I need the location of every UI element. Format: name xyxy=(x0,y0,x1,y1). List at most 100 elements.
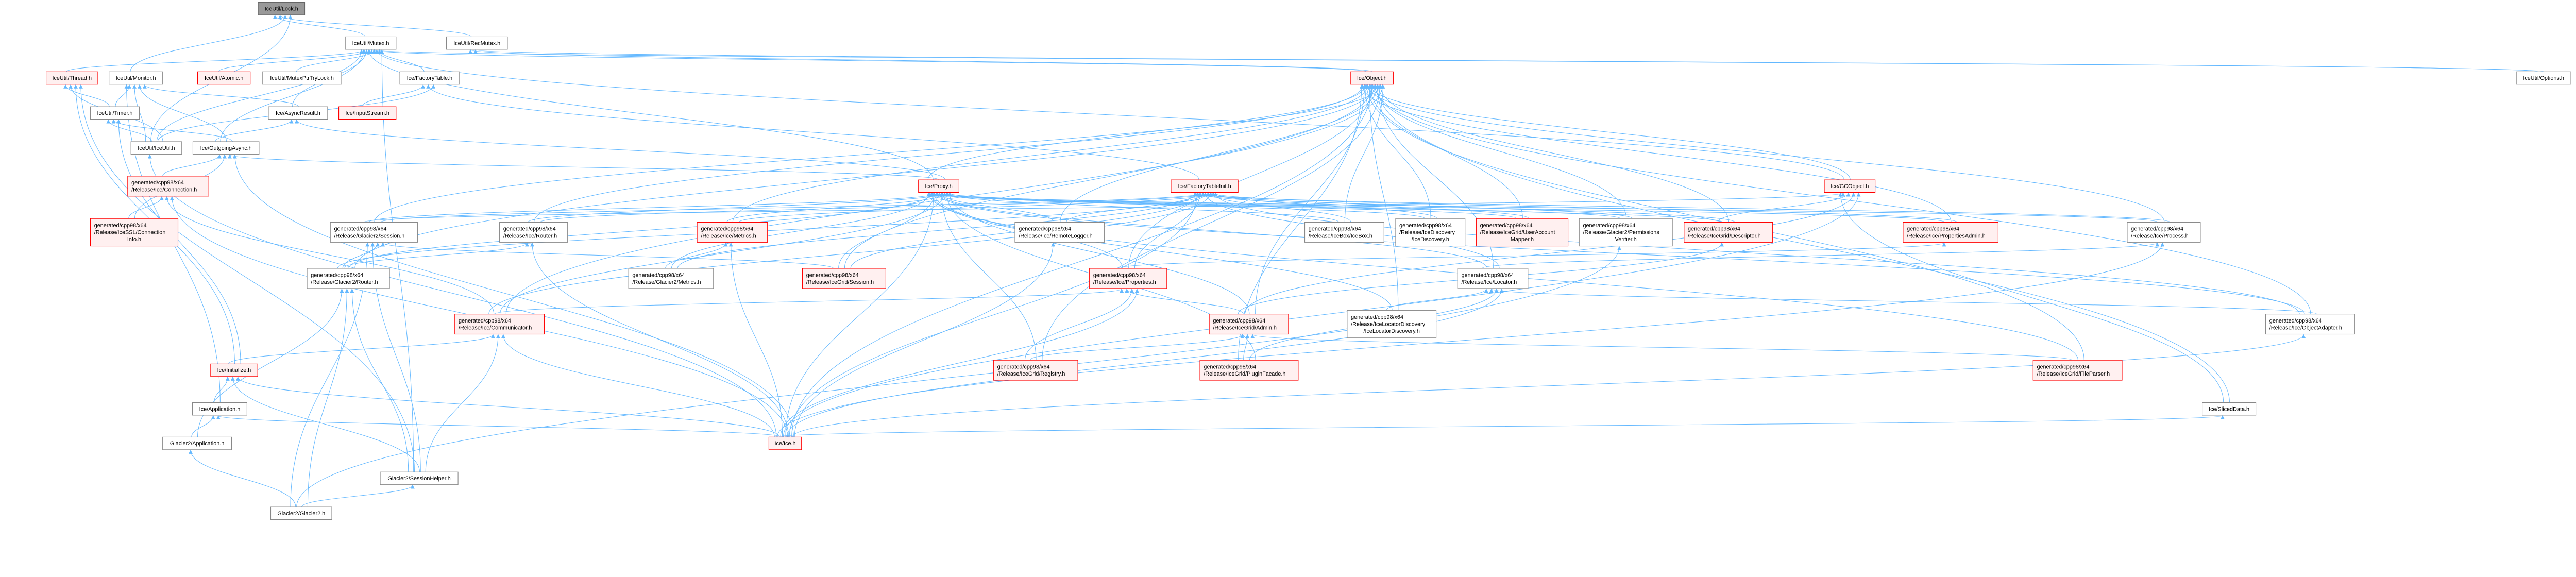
node-remotelogger[interactable]: generated/cpp98/x64/Release/Ice/RemoteLo… xyxy=(1014,222,1105,243)
node-thread[interactable]: IceUtil/Thread.h xyxy=(46,71,98,85)
node-icediscovery[interactable]: generated/cpp98/x64/Release/IceDiscovery… xyxy=(1395,218,1466,247)
node-label: /Release/IceGrid/Descriptor.h xyxy=(1688,233,1761,239)
node-descriptor[interactable]: generated/cpp98/x64/Release/IceGrid/Desc… xyxy=(1684,222,1773,243)
node-label: /Release/Ice/PropertiesAdmin.h xyxy=(1907,233,1986,239)
node-initialize[interactable]: Ice/Initialize.h xyxy=(210,363,258,377)
node-registry[interactable]: generated/cpp98/x64/Release/IceGrid/Regi… xyxy=(993,360,1078,381)
node-label: /Release/Ice/Communicator.h xyxy=(459,325,532,331)
node-factorytable[interactable]: Ice/FactoryTable.h xyxy=(399,71,460,85)
node-factorytableinit[interactable]: Ice/FactoryTableInit.h xyxy=(1171,179,1239,193)
node-label: generated/cpp98/x64 xyxy=(701,226,753,232)
node-label: generated/cpp98/x64 xyxy=(632,272,685,278)
node-slicedData[interactable]: Ice/SlicedData.h xyxy=(2202,402,2257,416)
node-propertiesadmin[interactable]: generated/cpp98/x64/Release/Ice/Properti… xyxy=(1903,222,1998,243)
node-permissionsverifier[interactable]: generated/cpp98/x64/Release/Glacier2/Per… xyxy=(1579,218,1673,247)
node-label: Glacier2/SessionHelper.h xyxy=(387,476,450,482)
node-mutex[interactable]: IceUtil/Mutex.h xyxy=(345,36,397,50)
node-timer[interactable]: IceUtil/Timer.h xyxy=(90,106,140,120)
include-edge-propertiesadmin-to-object xyxy=(1360,84,1952,223)
node-icehdr[interactable]: Ice/Ice.h xyxy=(768,436,802,450)
node-box xyxy=(697,222,768,243)
include-edge-g2application-to-application xyxy=(191,415,215,437)
node-label: /IceLocatorDiscovery.h xyxy=(1363,328,1420,334)
node-box xyxy=(454,314,545,335)
node-label: Ice/Object.h xyxy=(1357,75,1387,81)
node-iceutil[interactable]: IceUtil/IceUtil.h xyxy=(130,141,182,155)
node-icerouter[interactable]: generated/cpp98/x64/Release/Ice/Router.h xyxy=(499,222,568,243)
node-label: Ice/SlicedData.h xyxy=(2209,406,2249,412)
node-label: /Release/Ice/Locator.h xyxy=(1461,279,1517,285)
node-box xyxy=(1350,71,1394,85)
node-object[interactable]: Ice/Object.h xyxy=(1350,71,1394,85)
node-glacier2[interactable]: Glacier2/Glacier2.h xyxy=(270,506,332,520)
include-edge-icehdr-to-objectadapter xyxy=(792,334,2306,437)
include-edge-proxy-to-outgoingasync xyxy=(228,154,940,180)
node-admin[interactable]: generated/cpp98/x64/Release/IceGrid/Admi… xyxy=(1209,314,1289,335)
node-box xyxy=(192,141,260,155)
node-box xyxy=(2265,314,2355,335)
node-monitor[interactable]: IceUtil/Monitor.h xyxy=(109,71,163,85)
node-pluginfacade[interactable]: generated/cpp98/x64/Release/IceGrid/Plug… xyxy=(1199,360,1299,381)
node-label: /Release/IceBox/IceBox.h xyxy=(1309,233,1372,239)
node-process[interactable]: generated/cpp98/x64/Release/Ice/Process.… xyxy=(2127,222,2201,243)
node-mutexptr[interactable]: IceUtil/MutexPtrTryLock.h xyxy=(262,71,342,85)
node-connectioninfo[interactable]: generated/cpp98/x64/Release/IceSSL/Conne… xyxy=(90,218,179,247)
include-edge-g2session-to-factorytableinit xyxy=(380,192,1205,223)
node-gcobject[interactable]: Ice/GCObject.h xyxy=(1824,179,1876,193)
node-application[interactable]: Ice/Application.h xyxy=(192,402,247,416)
node-g2router[interactable]: generated/cpp98/x64/Release/Glacier2/Rou… xyxy=(307,268,390,289)
node-g2session[interactable]: generated/cpp98/x64/Release/Glacier2/Ses… xyxy=(330,222,418,243)
node-connection[interactable]: generated/cpp98/x64/Release/Ice/Connecti… xyxy=(127,176,209,197)
include-edge-g2session-to-object xyxy=(374,84,1383,223)
node-box xyxy=(380,471,459,485)
node-recmutex[interactable]: IceUtil/RecMutex.h xyxy=(446,36,508,50)
node-proxy[interactable]: Ice/Proxy.h xyxy=(918,179,959,193)
node-g2metrics[interactable]: generated/cpp98/x64/Release/Glacier2/Met… xyxy=(628,268,714,289)
node-label: Ice/Proxy.h xyxy=(925,183,952,190)
node-icelocatordiscovery[interactable]: generated/cpp98/x64/Release/IceLocatorDi… xyxy=(1347,310,1437,338)
node-label: Ice/FactoryTableInit.h xyxy=(1178,183,1231,190)
include-edge-communicator-to-object xyxy=(505,84,1385,314)
node-icegridsession[interactable]: generated/cpp98/x64/Release/IceGrid/Sess… xyxy=(802,268,886,289)
include-edge-asyncresult-to-monitor xyxy=(142,84,299,107)
node-inputstream[interactable]: Ice/InputStream.h xyxy=(338,106,397,120)
node-label: /Release/IceGrid/FileParser.h xyxy=(2037,371,2110,377)
node-box xyxy=(1457,268,1529,289)
node-icemetrics[interactable]: generated/cpp98/x64/Release/Ice/Metrics.… xyxy=(697,222,768,243)
include-edge-icebox-to-proxy xyxy=(943,192,1340,223)
node-label: Ice/GCObject.h xyxy=(1831,183,1869,190)
include-edge-properties-to-factorytableinit xyxy=(1134,192,1202,268)
node-box xyxy=(1089,268,1167,289)
include-edge-useraccountmapper-to-proxy xyxy=(929,192,1517,219)
node-label: Ice/AsyncResult.h xyxy=(276,110,320,116)
node-objectadapter[interactable]: generated/cpp98/x64/Release/Ice/ObjectAd… xyxy=(2265,314,2355,335)
node-atomic[interactable]: IceUtil/Atomic.h xyxy=(197,71,251,85)
node-options[interactable]: IceUtil/Options.h xyxy=(2516,71,2571,85)
node-useraccountmapper[interactable]: generated/cpp98/x64/Release/IceGrid/User… xyxy=(1476,218,1569,247)
node-asyncresult[interactable]: Ice/AsyncResult.h xyxy=(268,106,328,120)
node-box xyxy=(2032,360,2123,381)
node-icebox[interactable]: generated/cpp98/x64/Release/IceBox/IceBo… xyxy=(1304,222,1384,243)
node-properties[interactable]: generated/cpp98/x64/Release/Ice/Properti… xyxy=(1089,268,1167,289)
node-label: IceUtil/Thread.h xyxy=(52,75,92,81)
node-lock[interactable]: IceUtil/Lock.h xyxy=(258,2,306,15)
node-label: generated/cpp98/x64 xyxy=(1309,226,1361,232)
node-fileparser[interactable]: generated/cpp98/x64/Release/IceGrid/File… xyxy=(2032,360,2123,381)
include-edge-factorytableinit-to-factorytable xyxy=(426,84,1199,180)
node-label: IceUtil/Atomic.h xyxy=(205,75,243,81)
include-edge-object-to-recmutex xyxy=(468,49,1373,72)
node-outgoingasync[interactable]: Ice/OutgoingAsync.h xyxy=(192,141,260,155)
node-label: Glacier2/Glacier2.h xyxy=(277,511,325,517)
node-label: generated/cpp98/x64 xyxy=(503,226,556,232)
node-label: generated/cpp98/x64 xyxy=(997,364,1050,370)
node-sessionhelper[interactable]: Glacier2/SessionHelper.h xyxy=(380,471,459,485)
node-label: generated/cpp98/x64 xyxy=(131,180,184,186)
node-locator[interactable]: generated/cpp98/x64/Release/Ice/Locator.… xyxy=(1457,268,1529,289)
node-label: generated/cpp98/x64 xyxy=(1688,226,1740,232)
node-communicator[interactable]: generated/cpp98/x64/Release/Ice/Communic… xyxy=(454,314,545,335)
node-g2application[interactable]: Glacier2/Application.h xyxy=(162,436,232,450)
include-edge-registry-to-object xyxy=(1042,84,1382,361)
node-label: /Release/IceSSL/Connection xyxy=(94,230,166,236)
include-edge-options-to-mutex xyxy=(372,49,2545,72)
include-edge-proxy-to-asyncresult xyxy=(294,119,946,180)
